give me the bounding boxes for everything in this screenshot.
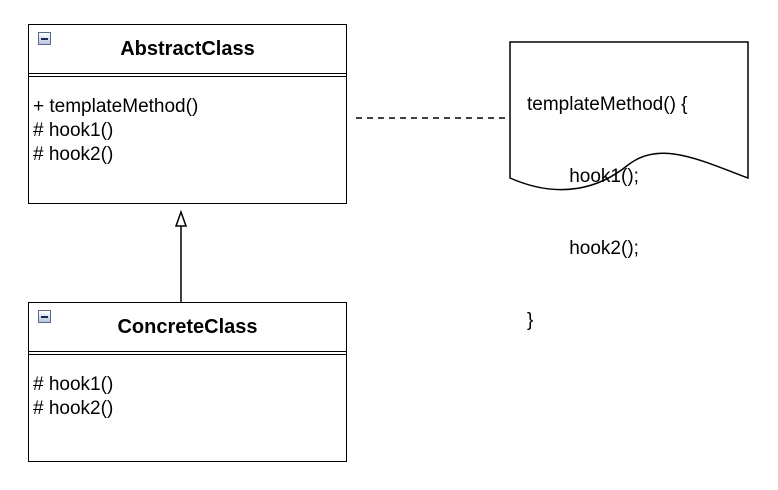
collapse-icon[interactable]	[38, 32, 51, 45]
abstract-class-name: AbstractClass	[120, 38, 255, 60]
abstract-class-header: AbstractClass	[29, 25, 346, 73]
concrete-class-header: ConcreteClass	[29, 303, 346, 351]
collapse-icon[interactable]	[38, 310, 51, 323]
note-line: }	[527, 310, 534, 331]
operation-template-method: + templateMethod()	[33, 96, 199, 117]
abstract-class-separator	[29, 73, 346, 77]
operation-hook2: # hook2()	[33, 398, 114, 419]
note-line: hook1();	[527, 166, 639, 187]
operation-hook2: # hook2()	[33, 144, 114, 165]
note-text: templateMethod() { hook1(); hook2(); }	[527, 45, 688, 357]
note-shape[interactable]	[509, 41, 749, 191]
generalization-arrowhead	[174, 209, 188, 227]
concrete-class-operations: # hook1() # hook2()	[29, 355, 346, 421]
note-line: hook2();	[527, 238, 639, 259]
concrete-class-separator	[29, 351, 346, 355]
abstract-class-box[interactable]: AbstractClass + templateMethod() # hook1…	[28, 24, 347, 204]
concrete-class-box[interactable]: ConcreteClass # hook1() # hook2()	[28, 302, 347, 462]
operation-hook1: # hook1()	[33, 374, 114, 395]
abstract-class-operations: + templateMethod() # hook1() # hook2()	[29, 77, 346, 167]
operation-hook1: # hook1()	[33, 120, 114, 141]
note-line: templateMethod() {	[527, 94, 688, 115]
concrete-class-name: ConcreteClass	[117, 316, 258, 338]
